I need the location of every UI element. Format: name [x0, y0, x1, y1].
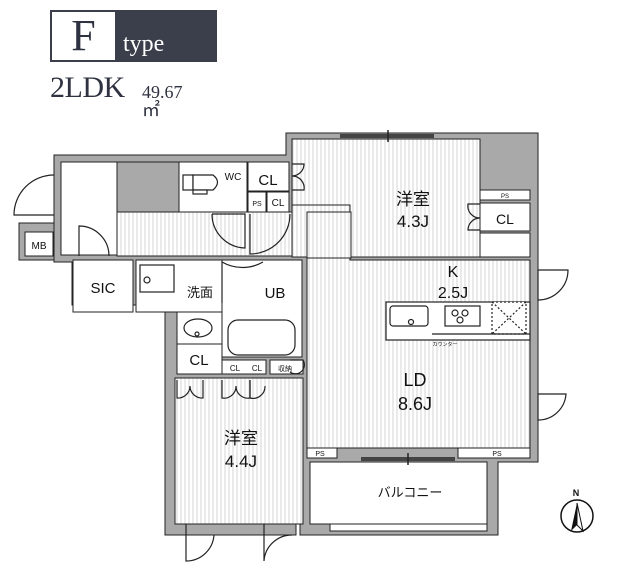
- living-dining-kitchen: [306, 257, 531, 449]
- mb-label: MB: [32, 241, 47, 252]
- fixtures: [139, 174, 296, 356]
- western-room-2-name: 洋室: [224, 429, 258, 448]
- sic-room: [72, 259, 134, 313]
- unit-bath-label: UB: [265, 285, 286, 302]
- wc-label: WC: [225, 172, 242, 183]
- kitchen-counter: [385, 301, 531, 341]
- compass: N: [560, 488, 594, 533]
- closet-large: [247, 161, 290, 192]
- kitchen-name: K: [448, 264, 459, 281]
- sic-label: SIC: [90, 280, 115, 297]
- western-room-2: [174, 377, 304, 525]
- floor-area: 49.67㎡: [142, 82, 183, 120]
- compass-north-label: N: [573, 488, 580, 498]
- balcony: [309, 461, 488, 525]
- ps-bottom-left-label: PS: [315, 451, 325, 458]
- ps-top-label: PS: [501, 194, 509, 200]
- cl-b-label: CL: [252, 364, 263, 373]
- cl-small-label: CL: [272, 198, 285, 209]
- type-word: type: [123, 31, 165, 57]
- cl-large-label: CL: [258, 172, 277, 189]
- washroom-label: 洗面: [187, 285, 213, 300]
- cl-hall-label: CL: [189, 352, 208, 369]
- western-room-1-size: 4.3J: [397, 212, 429, 231]
- room-labels: 洋室 4.3J K 2.5J LD 8.6J 洋室 4.4J バルコニー WC …: [32, 172, 515, 500]
- western-room-1-name: 洋室: [396, 190, 430, 209]
- counter-label: カウンター: [432, 341, 457, 348]
- layout-type: 2LDK: [50, 71, 125, 104]
- type-letter: F: [52, 12, 115, 60]
- kitchen-size: 2.5J: [438, 285, 468, 302]
- ps-bottom-right-label: PS: [492, 451, 502, 458]
- living-dining-name: LD: [403, 370, 426, 390]
- doors: [13, 163, 569, 562]
- meter-box: [24, 231, 54, 257]
- cl-a-label: CL: [230, 364, 241, 373]
- ps-label: PS: [252, 201, 262, 208]
- storage-label: 収納: [278, 364, 292, 373]
- entrance: [60, 161, 118, 256]
- cl-room1-label: CL: [496, 211, 514, 227]
- type-badge: F type: [50, 10, 217, 62]
- living-dining-size: 8.6J: [398, 394, 432, 414]
- western-room-2-size: 4.4J: [225, 452, 257, 471]
- windows: [340, 130, 455, 465]
- balcony-name: バルコニー: [378, 485, 443, 500]
